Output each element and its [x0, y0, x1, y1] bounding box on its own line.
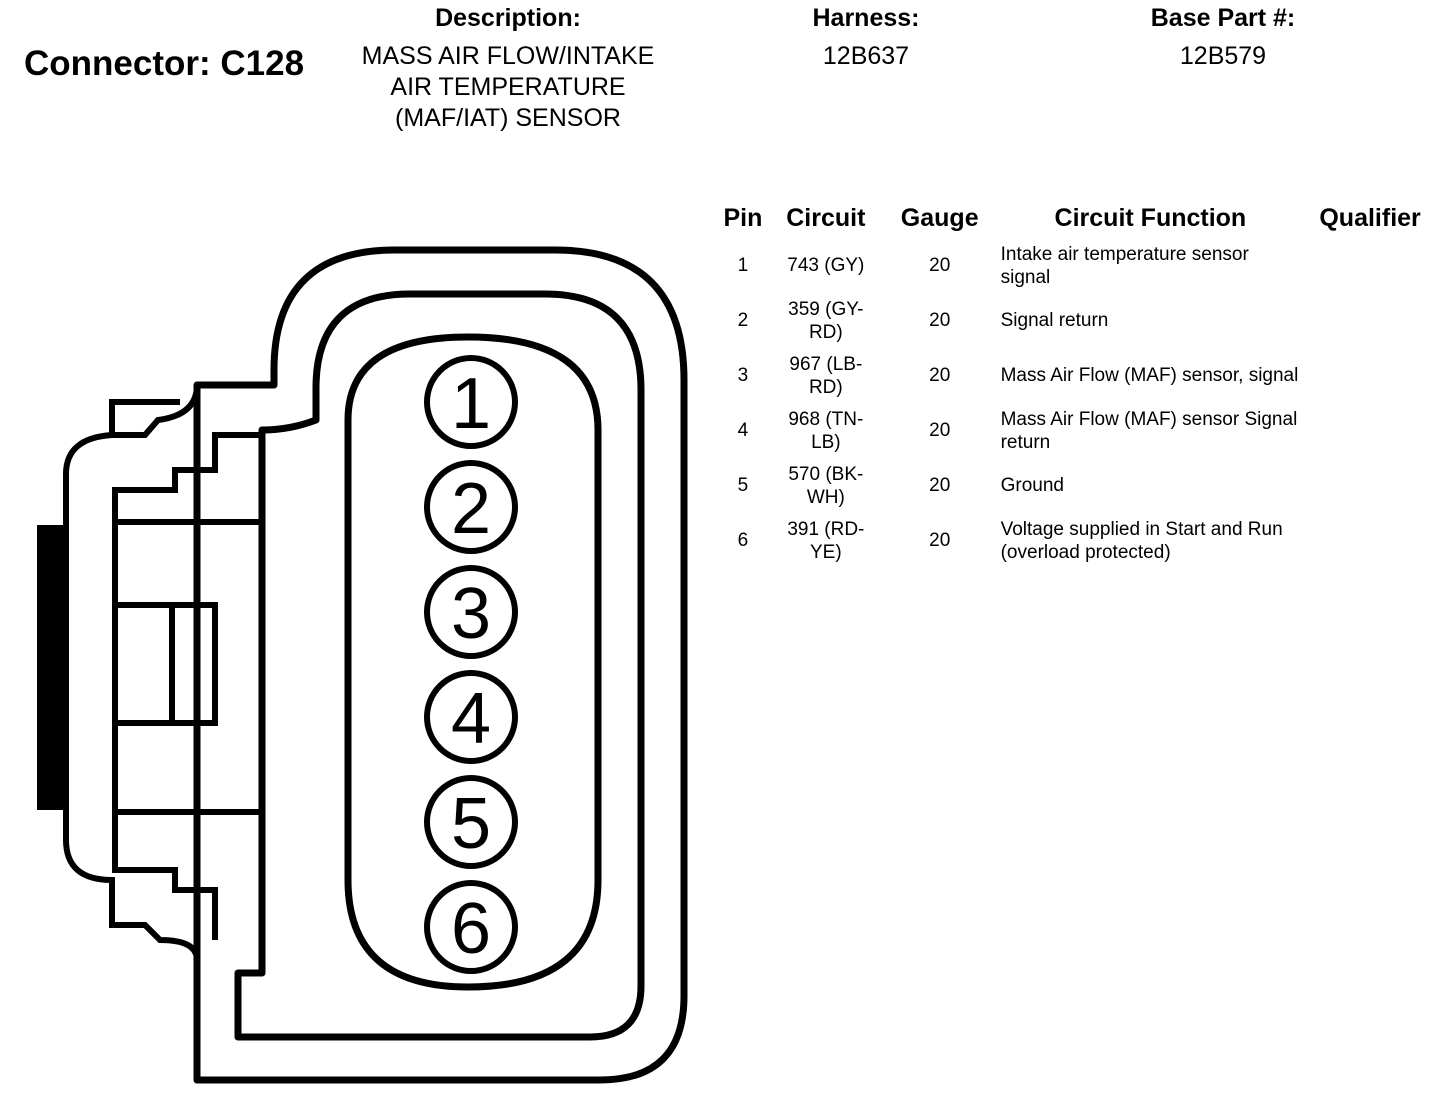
pin-6-label: 6	[451, 889, 491, 969]
pin-3-circle	[424, 565, 518, 659]
pin-4-circle	[424, 670, 518, 764]
connector-title: Connector: C128	[24, 44, 305, 83]
gauge-cell: 20	[929, 475, 951, 496]
function-cell: Signal return	[1000, 310, 1109, 331]
function-cell: Ground	[1000, 475, 1064, 496]
latch-button	[112, 602, 218, 726]
header-circuit: Circuit	[786, 203, 866, 232]
pin-cell: 6	[737, 530, 749, 551]
pin-5-label: 5	[451, 784, 491, 864]
pin-5-circle	[424, 775, 518, 869]
header-pin: Pin	[723, 203, 763, 232]
qualifier-cell	[1300, 348, 1440, 403]
harness-value: 12B637	[822, 42, 910, 70]
latch-inner-step	[112, 432, 262, 940]
pin-table: Pin Circuit Gauge Circuit Function Quali…	[715, 198, 1440, 568]
harness-label: Harness:	[812, 4, 920, 32]
pin-cell: 1	[737, 255, 749, 276]
table-row: 2 359 (GY-RD) 20 Signal return	[715, 293, 1440, 348]
header-gauge: Gauge	[900, 203, 979, 232]
connector-inner-shell	[234, 290, 645, 1041]
pin-1-label: 1	[451, 364, 491, 444]
qualifier-cell	[1300, 238, 1440, 293]
description-value: MASS AIR FLOW/INTAKE AIR TEMPERATURE (MA…	[340, 41, 676, 134]
description-line: MASS AIR FLOW/INTAKE	[361, 42, 655, 70]
table-header-row: Pin Circuit Gauge Circuit Function Quali…	[715, 198, 1440, 238]
pin-cavity	[344, 333, 602, 991]
description-label: Description:	[435, 4, 581, 32]
function-cell: Voltage supplied in Start and Run (overl…	[1000, 518, 1283, 563]
description-line: AIR TEMPERATURE	[390, 73, 626, 101]
description-line: (MAF/IAT) SENSOR	[395, 104, 621, 132]
qualifier-cell	[1300, 403, 1440, 458]
latch-outline	[63, 384, 200, 961]
pin-cell: 2	[737, 310, 749, 331]
function-cell: Mass Air Flow (MAF) sensor Signal return	[1000, 408, 1298, 453]
qualifier-cell	[1300, 293, 1440, 348]
header-qualifier: Qualifier	[1319, 203, 1421, 232]
table-row: 3 967 (LB-RD) 20 Mass Air Flow (MAF) sen…	[715, 348, 1440, 403]
pin-2-label: 2	[451, 469, 491, 549]
gauge-cell: 20	[929, 420, 951, 441]
circuit-cell: 967 (LB-RD)	[789, 353, 863, 398]
circuit-cell: 359 (GY-RD)	[788, 298, 864, 343]
pin-6-circle	[424, 880, 518, 974]
pin-3-label: 3	[451, 574, 491, 654]
function-cell: Intake air temperature sensor signal	[1000, 243, 1249, 288]
pin-cell: 3	[737, 365, 749, 386]
pin-2-circle	[424, 460, 518, 554]
base-part-label: Base Part #:	[1150, 4, 1296, 32]
gauge-cell: 20	[929, 530, 951, 551]
circuit-cell: 391 (RD-YE)	[787, 518, 865, 563]
header-circuit-function: Circuit Function	[1054, 203, 1247, 232]
circuit-cell: 968 (TN-LB)	[788, 408, 864, 453]
gauge-cell: 20	[929, 310, 951, 331]
circuit-cell: 743 (GY)	[787, 255, 865, 276]
pin-1-circle	[424, 355, 518, 449]
circuit-cell: 570 (BK-WH)	[788, 463, 864, 508]
base-part-value: 12B579	[1179, 42, 1267, 70]
function-cell: Mass Air Flow (MAF) sensor, signal	[1000, 365, 1299, 386]
pin-4-label: 4	[451, 679, 491, 759]
gauge-cell: 20	[929, 365, 951, 386]
table-row: 1 743 (GY) 20 Intake air temperature sen…	[715, 238, 1440, 293]
table-row: 6 391 (RD-YE) 20 Voltage supplied in Sta…	[715, 513, 1440, 568]
table-row: 4 968 (TN-LB) 20 Mass Air Flow (MAF) sen…	[715, 403, 1440, 458]
qualifier-cell	[1300, 458, 1440, 513]
pin-circles: 1 2 3 4 5 6	[424, 355, 518, 974]
table-row: 5 570 (BK-WH) 20 Ground	[715, 458, 1440, 513]
locking-tab	[37, 525, 63, 810]
connector-face-diagram: 1 2 3 4 5 6	[37, 246, 688, 1084]
connector-outer-shell	[193, 246, 688, 1084]
pin-cell: 4	[737, 420, 749, 441]
gauge-cell: 20	[929, 255, 951, 276]
qualifier-cell	[1300, 513, 1440, 568]
pin-cell: 5	[737, 475, 749, 496]
